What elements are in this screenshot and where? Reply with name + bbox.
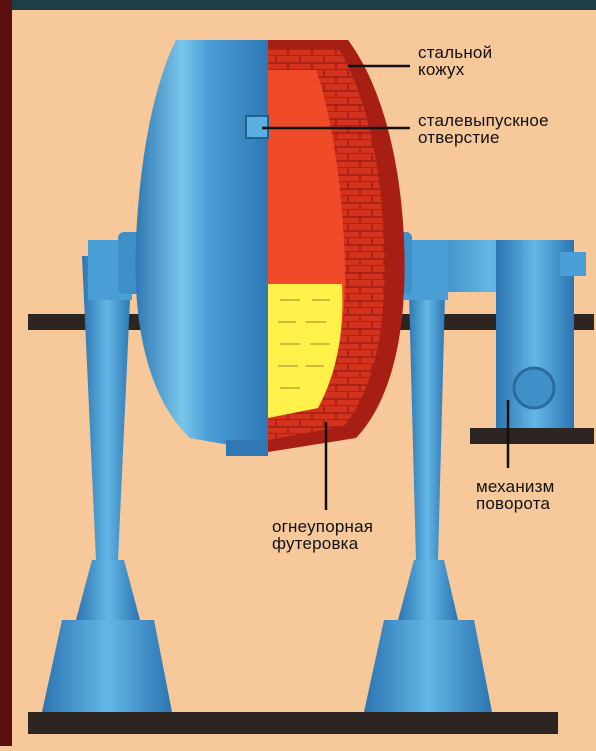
floor-beam (28, 712, 558, 734)
vessel-bottom (226, 440, 268, 456)
label-tap-hole: сталевыпускное отверстие (418, 112, 549, 146)
left-border (0, 0, 12, 746)
label-steel-shell: стальной кожух (418, 44, 492, 78)
label-rotation-mechanism: механизм поворота (476, 478, 555, 512)
vessel-shell-exterior (135, 40, 268, 452)
label-refractory-lining: огнеупорная футеровка (272, 518, 373, 552)
top-border (0, 0, 596, 10)
